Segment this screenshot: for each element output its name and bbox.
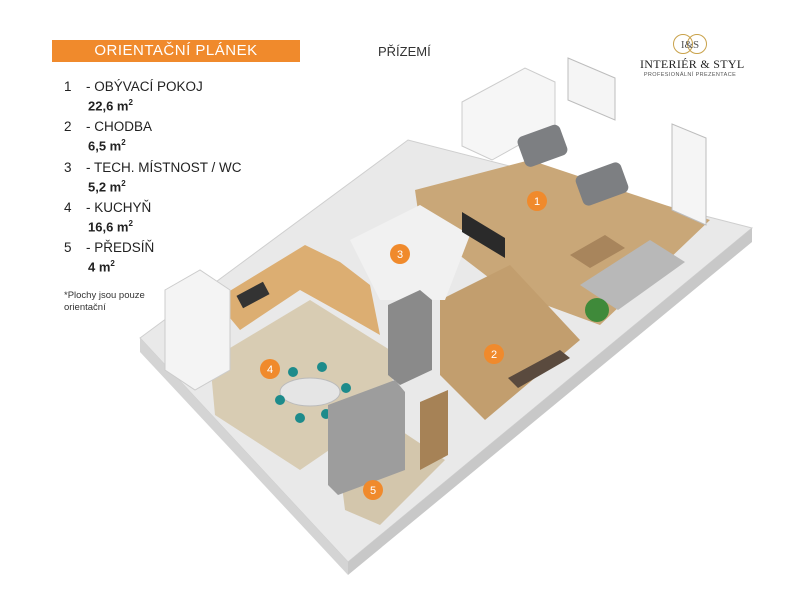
room-item-2: 2- CHODBA 6,5 m2 — [64, 118, 242, 154]
room-marker-label: 5 — [370, 485, 376, 497]
kitchen-tall-cabinets — [164, 269, 231, 391]
room-area: 5,2 m — [88, 178, 122, 194]
kitchen-counter — [215, 245, 380, 335]
room-marker-2: 2 — [484, 344, 504, 364]
room-marker-label: 4 — [267, 364, 273, 376]
room-marker-label: 3 — [397, 249, 403, 261]
room-area-unit: 2 — [121, 138, 126, 148]
room-marker-circle — [527, 191, 547, 211]
room-number: 3 — [64, 159, 72, 175]
room-item-1: 1 - OBÝVACÍ POKOJ 22,6 m2 — [64, 78, 242, 114]
room-marker-circle — [390, 244, 410, 264]
sofa — [580, 240, 685, 310]
room-item-3: 3 - TECH. MÍSTNOST / WC 5,2 m2 — [64, 159, 242, 195]
room-number: 5 — [64, 240, 72, 256]
window — [567, 57, 616, 121]
room-marker-label: 1 — [534, 196, 540, 208]
room-area-unit: 2 — [128, 218, 133, 228]
logo-initials: I&S — [681, 39, 699, 51]
room-number: 2 — [64, 119, 72, 135]
room-item-5: 5 - PŘEDSÍŇ 4 m2 — [64, 239, 242, 275]
dining-chair — [317, 362, 327, 372]
tv-stand — [462, 212, 505, 258]
plan-title: ORIENTAČNÍ PLÁNEK MÍSTNOSTÍ — [52, 40, 300, 81]
room-marker-label: 2 — [491, 349, 497, 361]
dining-chair — [275, 395, 285, 405]
dining-chair — [341, 383, 351, 393]
room-area-unit: 2 — [110, 259, 115, 269]
partition-wall — [328, 380, 405, 495]
room-area-unit: 2 — [128, 98, 133, 107]
wall-side-right — [348, 228, 752, 575]
logo-tagline: PROFESIONÁLNÍ PREZENTACE — [643, 72, 737, 78]
room-marker-circle — [363, 480, 383, 500]
armchair — [517, 124, 568, 167]
room-name: - KUCHYŇ — [86, 199, 152, 215]
room-area: 16,6 m — [88, 219, 129, 235]
room-marker-5: 5 — [363, 480, 383, 500]
glass-door — [671, 123, 707, 226]
cooktop — [236, 281, 270, 309]
plant — [585, 298, 609, 322]
room-item-4: 4 - KUCHYŇ 16,6 m2 — [64, 199, 242, 235]
floor-label: PŘÍZEMÍ — [378, 44, 431, 59]
room-marker-3: 3 — [390, 244, 410, 264]
room-name: - PŘEDSÍŇ — [86, 240, 155, 256]
room-marker-1: 1 — [527, 191, 547, 211]
room-area: 6,5 m — [88, 138, 122, 154]
room-marker-circle — [260, 359, 280, 379]
room-area-unit: 2 — [121, 178, 126, 188]
company-logo: I&S INTERIÉR & STYL PROFESIONÁLNÍ PREZEN… — [640, 32, 745, 82]
room-name: - OBÝVACÍ POKOJ — [86, 79, 203, 94]
room-number: 4 — [64, 199, 72, 215]
logo-emblem-icon: I&S — [673, 34, 707, 54]
wall-side-left — [140, 338, 348, 575]
room-number: 1 — [64, 79, 72, 94]
dining-table — [279, 377, 341, 407]
room-marker-4: 4 — [260, 359, 280, 379]
tech-room-floor — [350, 205, 470, 300]
room-area: 4 m — [88, 259, 111, 275]
room-area: 22,6 m — [88, 98, 129, 114]
room-list: 1- OBÝVACÍ POKOJ 22,6 m2 2- CHODBA 6,5 m… — [64, 78, 242, 280]
sideboard — [508, 350, 570, 388]
entrance-door — [420, 390, 448, 470]
coffee-table — [570, 235, 625, 268]
logo-name: INTERIÉR & STYL — [640, 57, 745, 71]
room-name: - TECH. MÍSTNOST / WC — [86, 159, 242, 175]
dining-chair — [288, 367, 298, 377]
hallway-floor — [440, 265, 580, 420]
room-marker-circle — [484, 344, 504, 364]
fridge — [388, 290, 432, 385]
area-note: *Plochy jsou pouze orientační — [64, 290, 145, 313]
armchair — [575, 162, 629, 206]
dining-chair — [295, 413, 305, 423]
room-name: - CHODBA — [86, 119, 153, 135]
